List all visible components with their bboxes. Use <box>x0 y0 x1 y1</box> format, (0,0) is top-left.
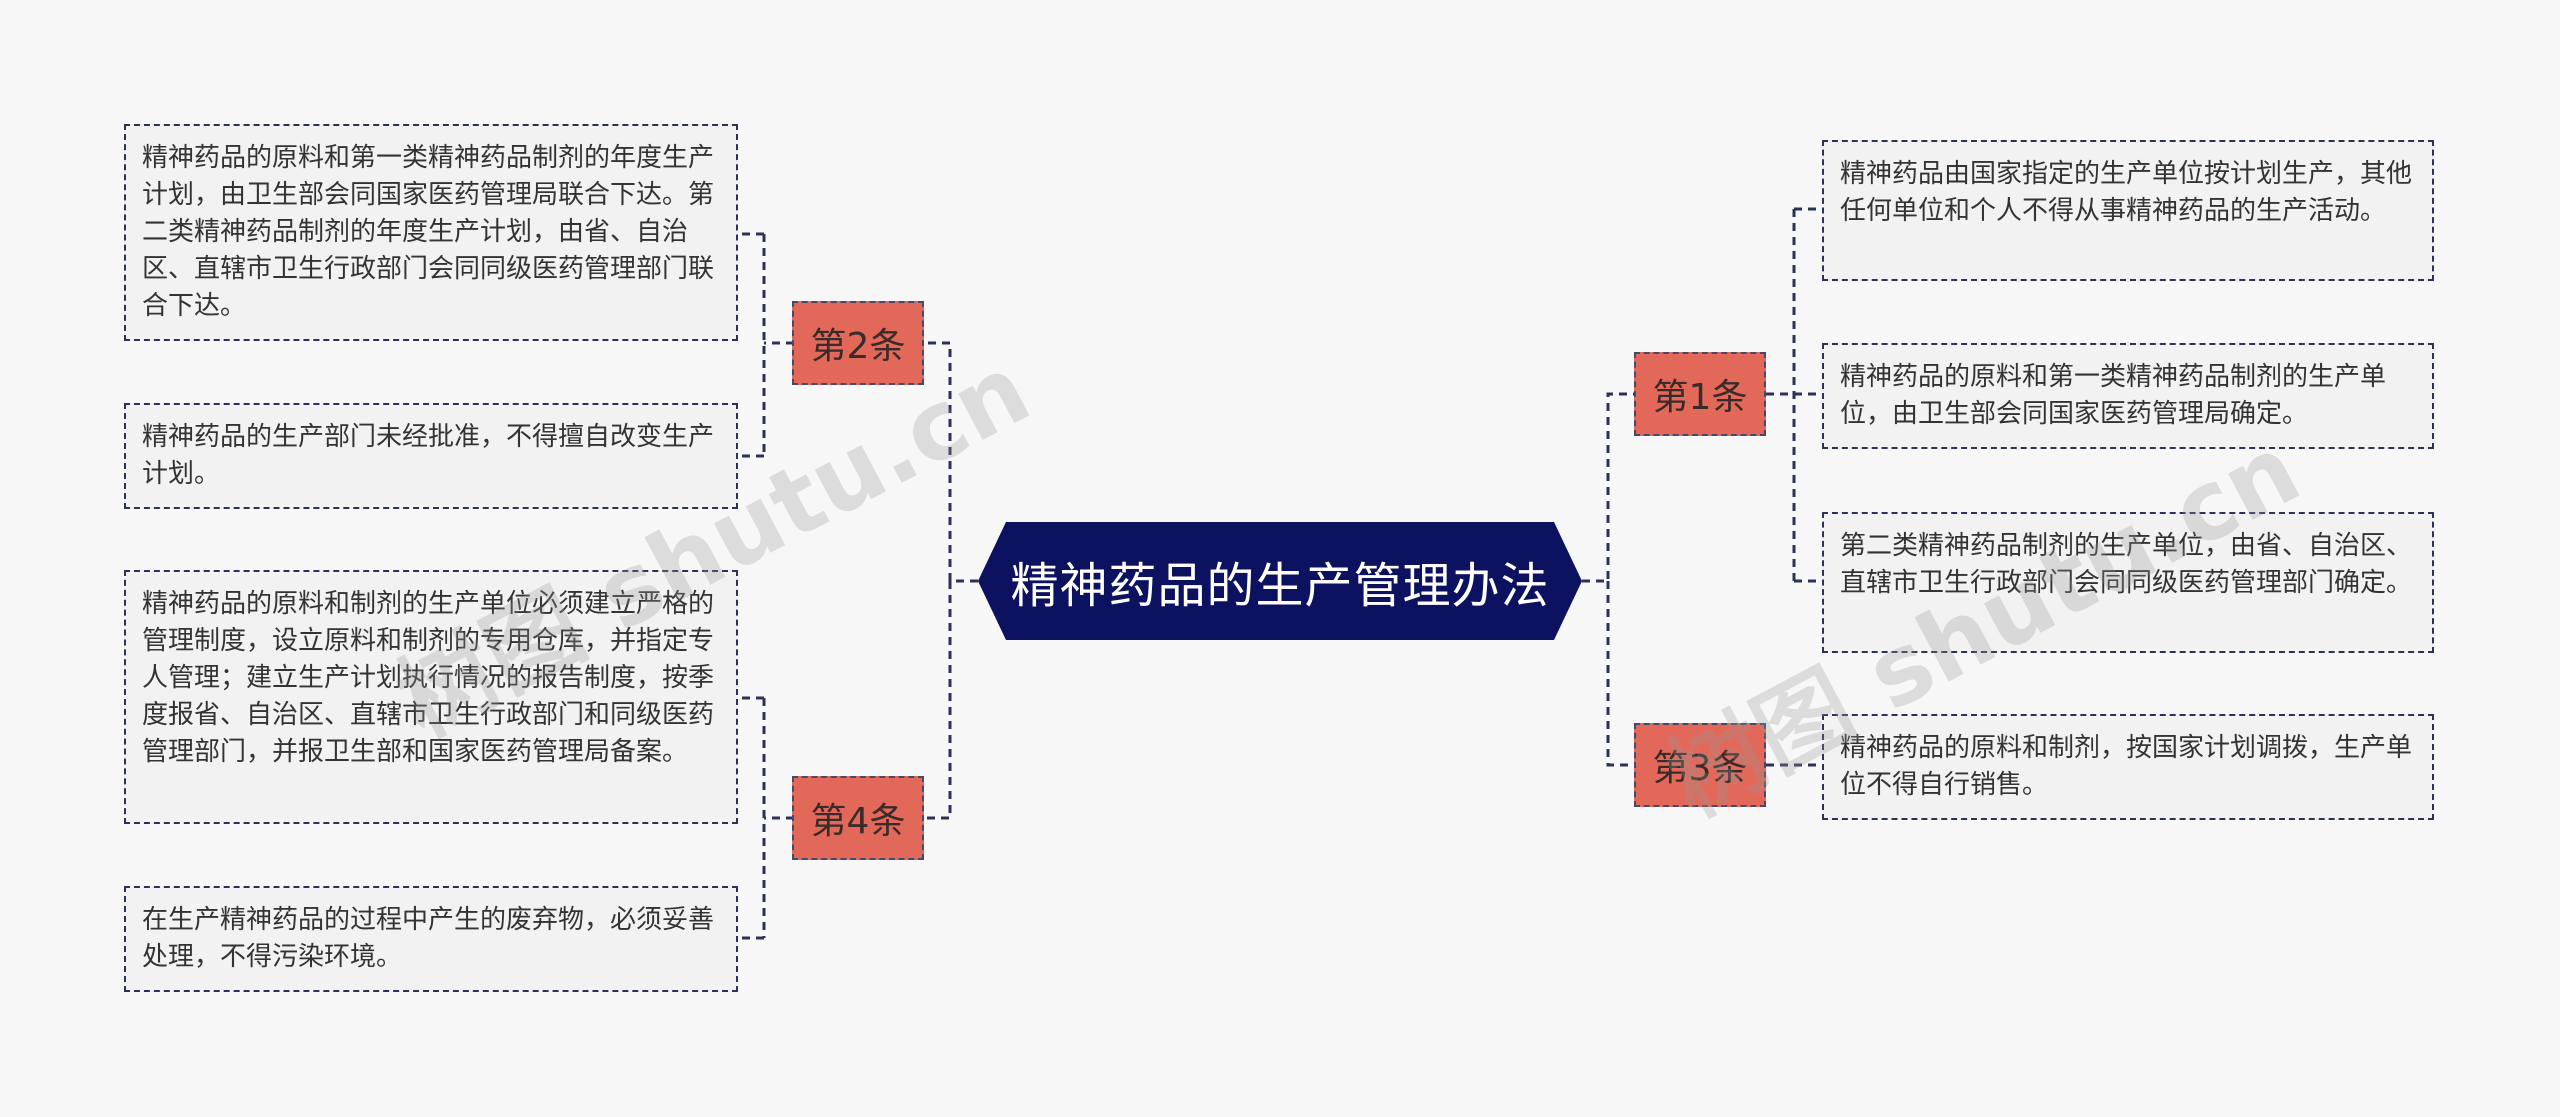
connector-root-b2 <box>926 341 978 583</box>
leaf-article-4-item-1[interactable]: 精神药品的原料和制剂的生产单位必须建立严格的管理制度，设立原料和制剂的专用仓库，… <box>124 570 738 824</box>
root-title: 精神药品的生产管理办法 <box>1010 558 1550 614</box>
connector-b1-leaves <box>1766 207 1822 583</box>
leaf-article-3-item-1[interactable]: 精神药品的原料和制剂，按国家计划调拨，生产单位不得自行销售。 <box>1822 714 2434 820</box>
leaf-article-4-item-2[interactable]: 在生产精神药品的过程中产生的废弃物，必须妥善处理，不得污染环境。 <box>124 886 738 992</box>
connector-root-b1 <box>1582 392 1634 583</box>
leaf-article-1-item-1[interactable]: 精神药品由国家指定的生产单位按计划生产，其他任何单位和个人不得从事精神药品的生产… <box>1822 140 2434 281</box>
connector-root-b4 <box>926 581 952 820</box>
branch-article-4[interactable]: 第4条 <box>792 776 924 860</box>
root-node[interactable]: 精神药品的生产管理办法 <box>978 522 1582 640</box>
leaf-article-2-item-2[interactable]: 精神药品的生产部门未经批准，不得擅自改变生产计划。 <box>124 403 738 509</box>
branch-article-1[interactable]: 第1条 <box>1634 352 1766 436</box>
connector-b2-leaves <box>738 232 794 458</box>
leaf-article-1-item-2[interactable]: 精神药品的原料和第一类精神药品制剂的生产单位，由卫生部会同国家医药管理局确定。 <box>1822 343 2434 449</box>
leaf-article-2-item-1[interactable]: 精神药品的原料和第一类精神药品制剂的年度生产计划，由卫生部会同国家医药管理局联合… <box>124 124 738 341</box>
connector-root-b3 <box>1606 581 1634 767</box>
connector-b4-leaves <box>738 696 794 940</box>
branch-article-2[interactable]: 第2条 <box>792 301 924 385</box>
leaf-article-1-item-3[interactable]: 第二类精神药品制剂的生产单位，由省、自治区、直辖市卫生行政部门会同同级医药管理部… <box>1822 512 2434 653</box>
branch-article-3[interactable]: 第3条 <box>1634 723 1766 807</box>
